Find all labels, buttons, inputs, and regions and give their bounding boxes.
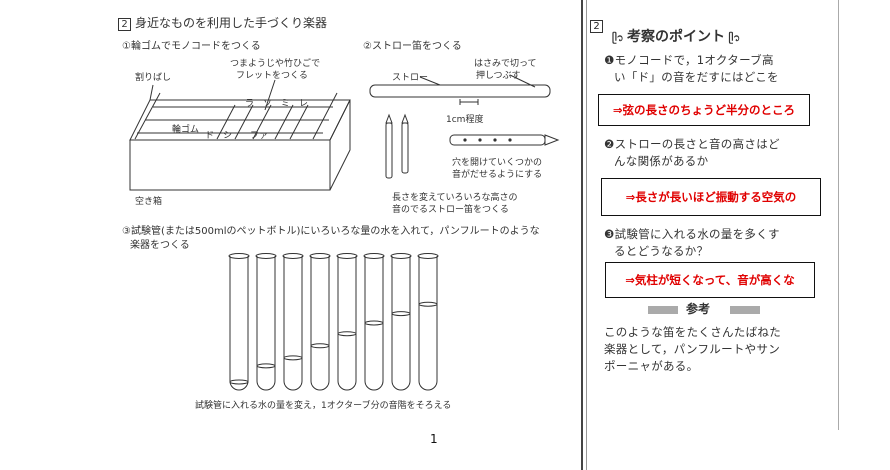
water-level-7 [391,311,411,317]
consideration-heading: ᥫ᭡ 考察のポイント ᥫ᭡ [612,26,740,49]
water-level-8 [418,301,438,307]
water-level-6 [364,320,384,326]
test-tube-4 [309,253,331,391]
answer-3-box: ⇒気柱が短くなって、音が高くな [605,262,815,298]
answer-1-text: ⇒弦の長さのちょうど半分のところ [612,103,796,117]
label-notes-bottom: ド シ ファ [205,131,269,141]
label-cm: 1cm程度 [446,115,484,125]
question-1-line2: い「ド」の音をだすにはどこを [614,70,779,84]
label-straw: ストロー [392,73,429,83]
label-hasami-1: はさみで切って [474,59,537,69]
test-tubes-illustration [228,253,439,391]
reference-title: 参考 [686,302,711,316]
question-1-line1: ❶モノコードで，1オクターブ高 [604,53,774,67]
straw-flute-illustration [369,74,560,179]
question-3-line2: るとどうなるか？ [614,244,709,258]
page-number: 1 [430,432,438,446]
label-ana-1: 穴を開けていくつかの [452,158,543,168]
decoration-icon-right: ᥫ᭡ [725,33,741,44]
test-tube-1 [228,253,250,391]
answer-1-box: ⇒弦の長さのちょうど半分のところ [598,94,810,126]
page-divider [581,0,583,470]
label-nagasa-1: 長さを変えていろいろな高さの [392,193,518,203]
right-edge-line [838,0,839,430]
label-tsumayouji: つまようじや竹ひごで [230,59,321,69]
decoration-icon-left: ᥫ᭡ [612,33,628,44]
answer-3-text: ⇒気柱が短くなって、音が高くな [625,273,795,287]
label-waribashi: 割りばし [135,73,172,83]
right-section-number: 2 [590,20,603,33]
subheading-monochord: ①輪ゴムでモノコードをつくる [122,41,261,52]
left-section-title: 2 身近なものを利用した手づくり楽器 [118,14,327,31]
question-2-line1: ❷ストローの長さと音の高さはど [604,137,780,151]
label-akibako: 空き箱 [135,197,163,207]
answer-2-box: ⇒長さが長いほど振動する空気の [601,178,821,216]
test-tubes-caption: 試験管に入れる水の量を変え，1オクターブ分の音階をそろえる [195,401,452,411]
answer-2-text: ⇒長さが長いほど振動する空気の [625,190,797,204]
test-tube-7 [390,253,412,391]
subheading-straw-flute: ②ストロー笛をつくる [363,41,462,52]
test-tube-5 [336,253,358,391]
consideration-heading-text: 考察のポイント [627,29,726,45]
test-tube-2 [255,253,277,391]
question-2-line2: んな関係があるか [614,154,709,168]
label-hasami-2: 押しつぶす [476,71,521,81]
subheading-test-tubes-line1: ③試験管(または500mlのペットボトル)にいろいろな量の水を入れて，パンフルー… [122,226,540,237]
monochord-illustration [129,79,351,191]
left-section-title-text: 身近なものを利用した手づくり楽器 [135,16,328,30]
left-section-number: 2 [118,18,131,31]
test-tube-8 [417,253,439,391]
reference-line-2: 楽器として，パンフルートやサン [604,342,781,356]
question-3-line1: ❸試験管に入れる水の量を多くす [604,227,780,241]
reference-bar-left [648,306,678,314]
label-wagomu: 輪ゴム [172,125,200,135]
reference-line-1: このような笛をたくさんたばねた [604,325,781,339]
reference-line-3: ポーニャがある。 [604,359,699,373]
label-fret: フレットをつくる [236,71,308,81]
test-tube-6 [363,253,385,391]
water-level-1 [229,379,249,385]
subheading-test-tubes-line2: 楽器をつくる [130,240,190,251]
water-level-2 [256,363,276,369]
water-level-4 [310,343,330,349]
reference-bar-right [730,306,760,314]
label-nagasa-2: 音のでるストロー笛をつくる [392,205,509,215]
water-level-3 [283,355,303,361]
label-ana-2: 音がだせるようにする [452,170,543,180]
water-level-5 [337,331,357,337]
test-tube-3 [282,253,304,391]
page-divider-shadow [586,0,587,470]
label-notes-top: ラ ソ ミ レ [245,99,309,109]
